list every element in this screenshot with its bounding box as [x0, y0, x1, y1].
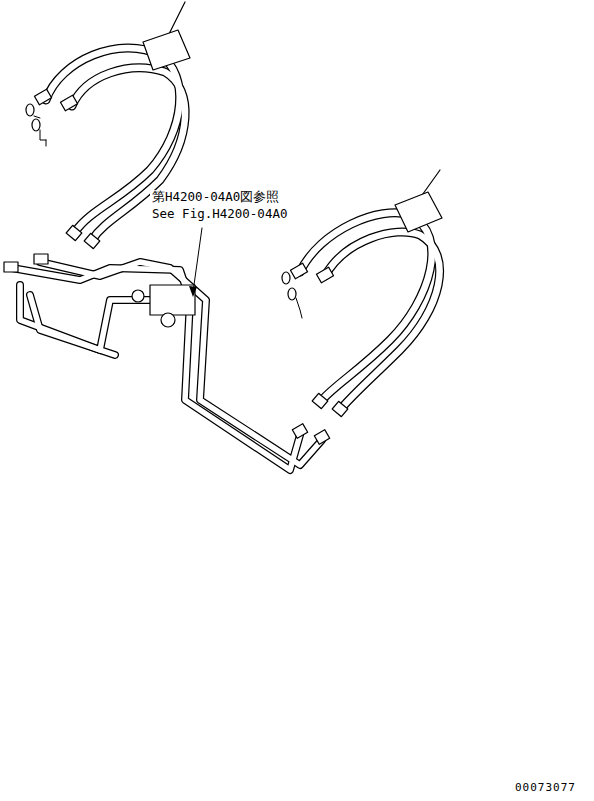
reference-note: See Fig.H4200-04A0: [150, 207, 289, 221]
reference-note: 第H4200-04A0図参照: [150, 190, 281, 204]
drawing-number: 00073077: [513, 782, 578, 795]
